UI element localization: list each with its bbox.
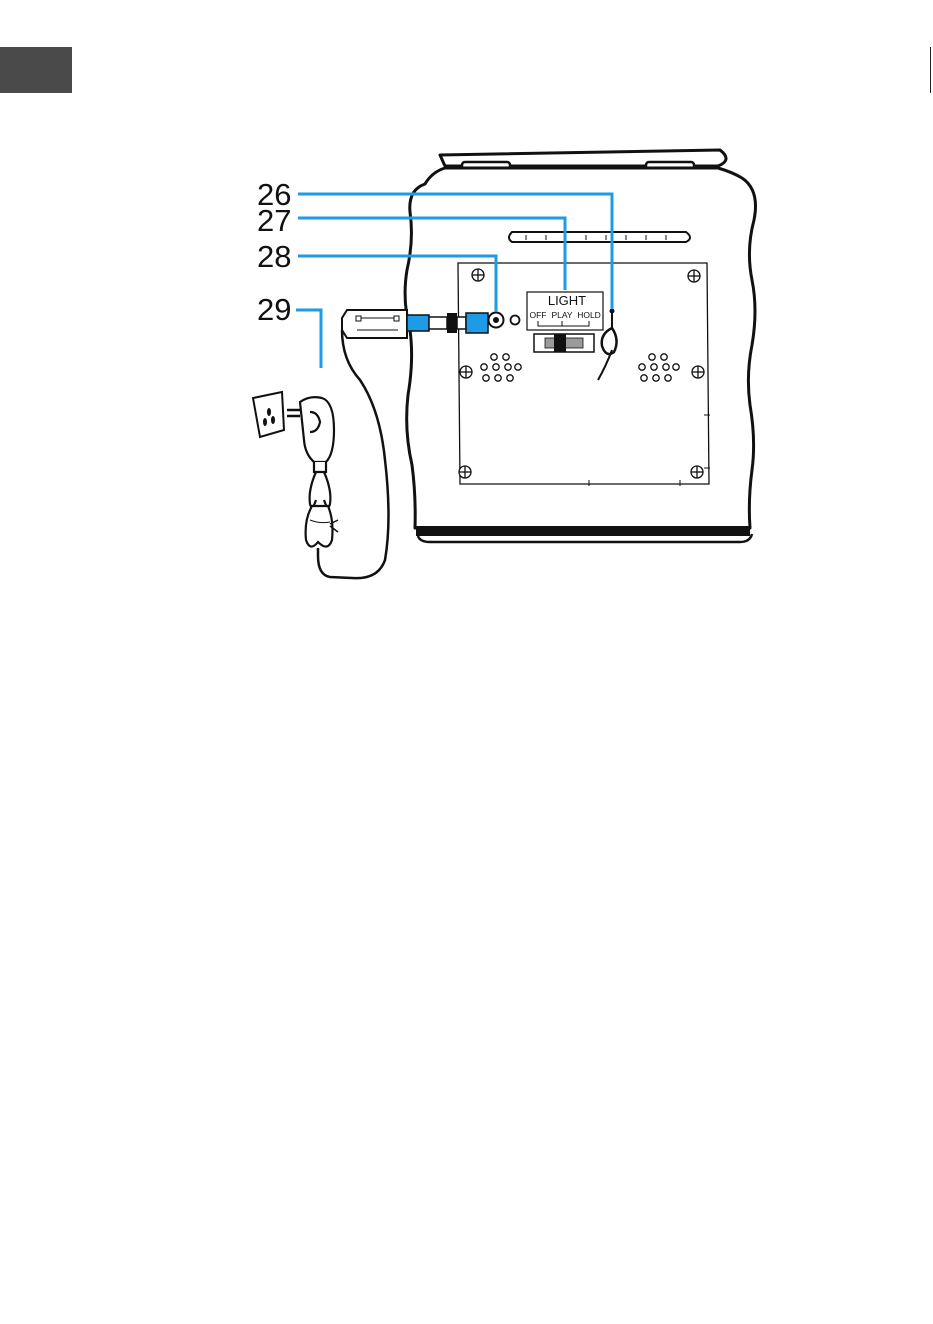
switch-position-off: OFF xyxy=(530,310,547,320)
light-switch-title: LIGHT xyxy=(548,293,586,308)
switch-position-hold: HOLD xyxy=(577,310,601,320)
screw-icon xyxy=(691,466,703,478)
callout-27: 27 xyxy=(257,203,291,238)
screw-icon xyxy=(688,270,700,282)
screw-icon xyxy=(472,269,484,281)
leader-line-29 xyxy=(296,310,321,368)
screw-icon xyxy=(460,366,472,378)
dc-in-jack[interactable] xyxy=(489,313,504,328)
wall-socket-icon xyxy=(253,392,284,437)
switch-position-play: PLAY xyxy=(551,310,572,320)
light-slide-switch[interactable] xyxy=(534,334,594,352)
power-adapter-icon xyxy=(287,397,338,546)
callout-29: 29 xyxy=(257,292,291,327)
ventilation-slot xyxy=(509,232,690,242)
screw-icon xyxy=(692,366,704,378)
screw-icon xyxy=(459,466,471,478)
light-switch-panel: LIGHT OFF PLAY HOLD xyxy=(527,292,603,330)
aux-hole xyxy=(511,316,520,325)
callout-28: 28 xyxy=(257,239,291,274)
